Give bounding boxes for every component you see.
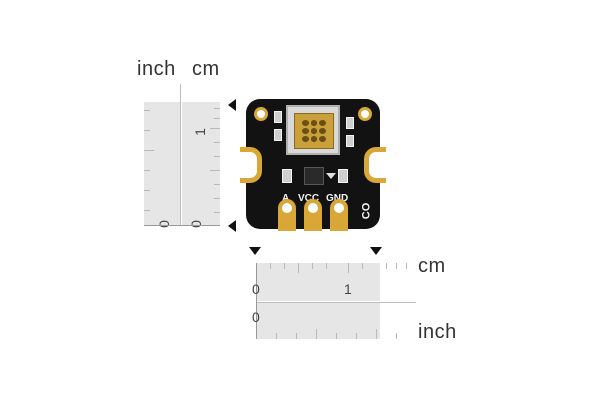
bottom-ruler-tick <box>362 263 363 269</box>
bottom-ruler-inch-label: inch <box>418 321 457 343</box>
bottom-ruler-tick <box>386 263 387 269</box>
left-ruler-tick <box>214 156 220 157</box>
bottom-ruler-tick <box>276 333 277 339</box>
right-marker-arrow <box>370 247 382 255</box>
left-ruler-inch-band <box>144 102 180 226</box>
bottom-ruler-tick <box>326 263 327 269</box>
bottom-ruler: cm 0 1 0 inch <box>250 255 470 345</box>
bottom-ruler-inch-band <box>256 303 380 339</box>
left-ruler-tick <box>210 128 220 129</box>
board-label-co: CO <box>360 202 373 220</box>
bottom-ruler-tick <box>312 263 313 269</box>
left-ruler-cm-zero: 0 <box>187 220 204 228</box>
left-ruler-tick <box>210 170 220 171</box>
bottom-ruler-tick <box>396 263 397 269</box>
pin-a <box>278 199 296 231</box>
bottom-ruler-tick <box>316 329 317 339</box>
sensor-chip-cap <box>294 113 334 149</box>
bottom-ruler-tick <box>336 333 337 339</box>
left-ruler-cm-one: 1 <box>191 128 208 136</box>
bottom-ruler-cm-one: 1 <box>344 281 352 297</box>
smd-resistor <box>346 135 354 147</box>
smd-resistor <box>274 111 282 123</box>
smd-capacitor <box>338 169 348 183</box>
smd-resistor <box>274 129 282 141</box>
bottom-ruler-tick <box>356 333 357 339</box>
left-ruler-inch-label: inch <box>137 58 176 80</box>
smd-resistor <box>346 117 354 129</box>
mounting-hole <box>358 107 372 121</box>
left-ruler-tick <box>144 150 154 151</box>
left-ruler-tick <box>214 184 220 185</box>
left-edge-slot <box>240 147 262 183</box>
right-edge-slot <box>364 147 386 183</box>
left-ruler: inch cm 1 0 0 <box>130 58 240 235</box>
transistor-chip <box>304 167 324 185</box>
left-ruler-tick <box>214 118 220 119</box>
silk-triangle <box>326 173 336 179</box>
top-marker-arrow <box>228 99 236 111</box>
smd-capacitor <box>282 169 292 183</box>
bottom-ruler-cm-band <box>256 263 380 301</box>
pin-label-a: A <box>282 193 289 204</box>
pin-label-gnd: GND <box>326 193 348 204</box>
left-ruler-tick <box>144 210 150 211</box>
left-ruler-zero-line <box>144 225 220 226</box>
sensor-vent-grid <box>302 120 326 142</box>
left-ruler-tick <box>214 198 220 199</box>
bottom-ruler-cm-zero: 0 <box>252 281 260 297</box>
left-ruler-inch-zero: 0 <box>155 220 172 228</box>
sensor-board: A VCC GND CO <box>240 99 386 231</box>
left-ruler-tick <box>144 130 150 131</box>
mounting-hole <box>254 107 268 121</box>
pin-vcc <box>304 199 322 231</box>
bottom-ruler-tick <box>396 333 397 339</box>
left-ruler-tick <box>214 142 220 143</box>
bottom-ruler-cm-label: cm <box>418 255 446 277</box>
sensor-chip <box>286 105 340 155</box>
left-ruler-tick <box>214 212 220 213</box>
bottom-marker-arrow <box>228 220 236 232</box>
pin-label-vcc: VCC <box>298 193 320 204</box>
bottom-ruler-tick <box>376 329 377 339</box>
left-ruler-tick <box>214 108 220 109</box>
bottom-ruler-tick <box>298 263 299 273</box>
left-ruler-tick <box>144 170 150 171</box>
bottom-ruler-inch-zero: 0 <box>252 309 260 325</box>
bottom-ruler-tick <box>270 263 271 269</box>
bottom-ruler-divider <box>256 302 416 303</box>
left-ruler-cm-label: cm <box>192 58 220 80</box>
bottom-ruler-zero-line <box>256 263 257 339</box>
left-ruler-divider <box>180 84 181 226</box>
bottom-ruler-tick <box>284 263 285 269</box>
left-ruler-tick <box>144 190 150 191</box>
pin-gnd <box>330 199 348 231</box>
bottom-ruler-tick <box>348 263 349 273</box>
left-marker-arrow <box>249 247 261 255</box>
left-ruler-cm-band <box>182 102 220 226</box>
left-ruler-tick <box>144 110 150 111</box>
bottom-ruler-tick <box>296 333 297 339</box>
bottom-ruler-tick <box>406 263 407 269</box>
